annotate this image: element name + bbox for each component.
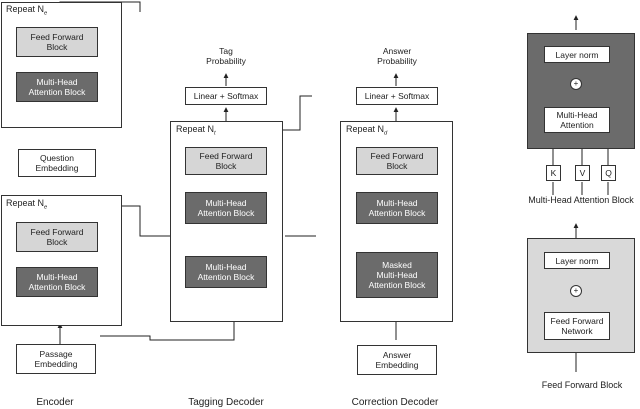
encoder-top-repeat-label: Repeat Ne [6,4,47,16]
mha-q-input: Q [601,165,616,181]
passage-embedding-box: Passage Embedding [16,344,96,374]
encoder-top-repeat-sub: e [44,10,48,17]
encoder-top-multi-head-block: Multi-Head Attention Block [16,72,98,102]
encoder-bottom-multi-head-block: Multi-Head Attention Block [16,267,98,297]
correction-feed-forward-block: Feed Forward Block [356,147,438,175]
encoder-bottom-feed-forward-block: Feed Forward Block [16,222,98,252]
mha-layer-norm-box: Layer norm [544,46,610,63]
tagging-repeat-text: Repeat N [176,124,215,134]
tagging-multi-head-block-2: Multi-Head Attention Block [185,256,267,288]
tagging-linear-softmax-box: Linear + Softmax [185,87,267,105]
correction-decoder-caption: Correction Decoder [351,397,439,408]
answer-embedding-box: Answer Embedding [357,345,437,375]
mha-k-input: K [546,165,561,181]
correction-masked-multi-head-block: Masked Multi-Head Attention Block [356,252,438,298]
tag-probability-label: Tag Probability [206,46,246,66]
mha-block-caption: Multi-Head Attention Block [528,195,634,205]
tagging-multi-head-block-1: Multi-Head Attention Block [185,192,267,224]
encoder-top-repeat-frame [1,2,122,128]
tagging-repeat-sub: t [214,130,216,137]
correction-repeat-sub: d [384,130,388,137]
answer-probability-label: Answer Probability [377,46,417,66]
encoder-caption: Encoder [36,397,74,408]
tagging-feed-forward-block: Feed Forward Block [185,147,267,175]
encoder-bottom-repeat-label: Repeat Ne [6,198,47,210]
ff-network-box: Feed Forward Network [544,312,610,340]
correction-linear-softmax-box: Linear + Softmax [356,87,438,105]
ff-plus-circle: + [570,285,582,297]
tagging-decoder-caption: Tagging Decoder [188,397,264,408]
correction-repeat-text: Repeat N [346,124,385,134]
mha-attention-box: Multi-Head Attention [544,107,610,133]
encoder-top-feed-forward-block: Feed Forward Block [16,27,98,57]
encoder-bottom-repeat-sub: e [44,204,48,211]
encoder-bottom-repeat-frame [1,195,122,326]
encoder-bottom-repeat-text: Repeat N [6,198,45,208]
encoder-top-repeat-text: Repeat N [6,4,45,14]
tagging-repeat-label: Repeat Nt [176,124,216,136]
correction-multi-head-block: Multi-Head Attention Block [356,192,438,224]
question-embedding-box: Question Embedding [18,149,96,177]
ff-block-caption: Feed Forward Block [541,380,623,390]
correction-repeat-label: Repeat Nd [346,124,387,136]
ff-layer-norm-box: Layer norm [544,252,610,269]
mha-plus-circle: + [570,78,582,90]
mha-v-input: V [575,165,590,181]
